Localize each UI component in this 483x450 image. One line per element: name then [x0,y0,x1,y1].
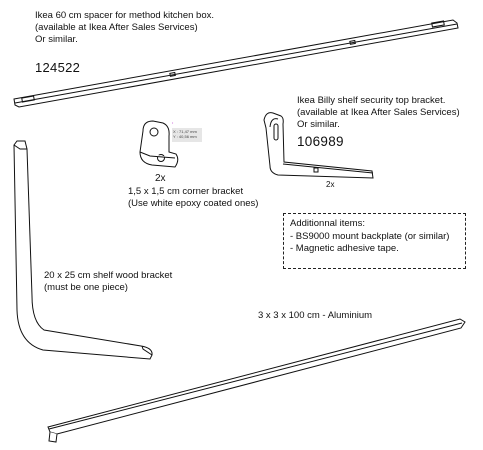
dimension-tag: X : 71,47 mm Y : 40,56 mm [172,128,202,142]
corner-bracket-qty: 2x [155,173,166,184]
additional-items-box: Additionnal items: - BS9000 mount backpl… [283,213,466,269]
dimension-tag-y: Y : 40,56 mm [173,134,197,139]
spacer-similar: Or similar. [35,34,78,45]
corner-bracket-part [139,120,179,168]
aluminium-angle-part [47,318,466,443]
spacer-availability: (available at Ikea After Sales Services) [35,22,198,33]
corner-bracket-note: (Use white epoxy coated ones) [128,198,259,209]
additional-item: - Magnetic adhesive tape. [290,243,399,254]
additional-items-title: Additionnal items: [290,218,365,229]
security-bracket-code: 106989 [297,134,344,149]
security-bracket-qty: 2x [326,180,335,189]
wood-bracket-note: (must be one piece) [44,282,128,293]
spacer-bar [13,19,459,108]
spacer-code: 124522 [35,60,81,75]
security-bracket-title: Ikea Billy shelf security top bracket. [297,95,446,106]
dimension-tag-marker: • [172,121,174,125]
aluminium-label: 3 x 3 x 100 cm - Aluminium [258,310,373,321]
corner-bracket-title: 1,5 x 1,5 cm corner bracket [128,186,244,197]
security-bracket-similar: Or similar. [297,119,340,130]
security-bracket-availability: (available at Ikea After Sales Services) [297,107,460,118]
security-bracket-part [263,112,374,179]
wood-bracket-title: 20 x 25 cm shelf wood bracket [44,270,173,281]
dimension-tag-x: X : 71,47 mm [173,129,197,134]
wood-bracket-part [13,140,153,360]
additional-item: - BS9000 mount backplate (or similar) [290,230,450,242]
spacer-title: Ikea 60 cm spacer for method kitchen box… [35,10,215,21]
